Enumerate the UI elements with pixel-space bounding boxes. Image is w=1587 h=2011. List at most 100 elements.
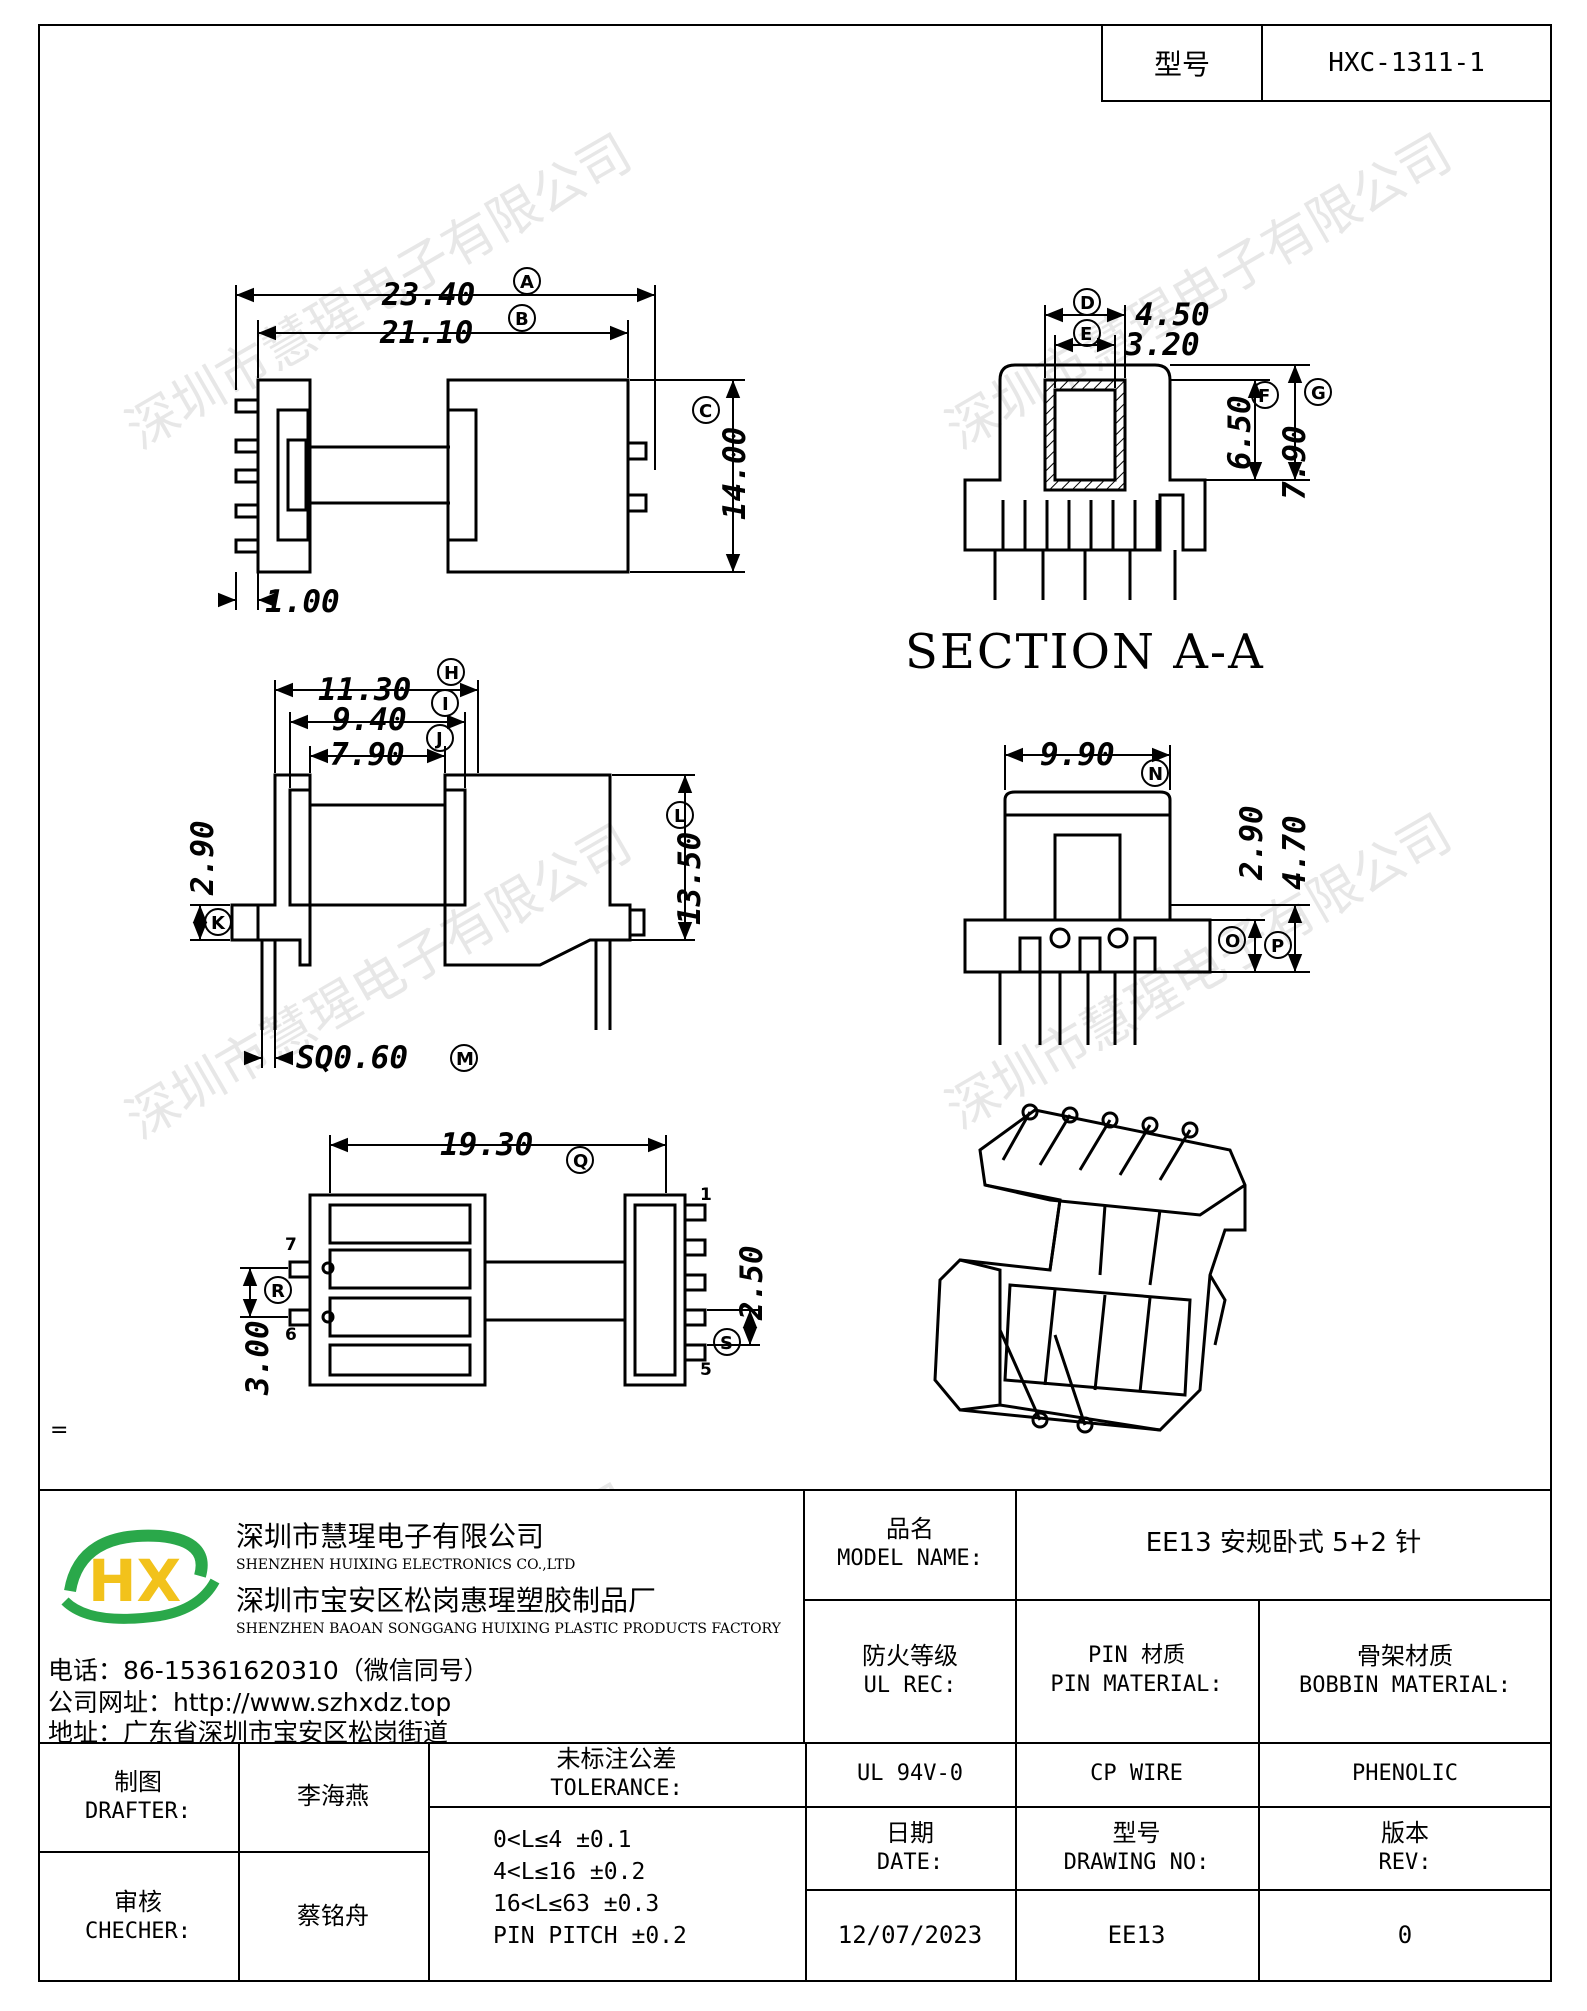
model-name-cn: 品名 xyxy=(886,1515,934,1544)
checker-en: CHECHER: xyxy=(85,1918,191,1944)
technical-drawing: 深圳市慧瑆电子有限公司 深圳市慧瑆电子有限公司 深圳市慧瑆电子有限公司 深圳市慧… xyxy=(117,123,1462,1490)
drawing-no-label: 型号 DRAWING NO: xyxy=(1015,1806,1258,1889)
grid-line xyxy=(428,1742,430,1982)
drawing-no-cn: 型号 xyxy=(1112,1818,1161,1847)
model-name-label: 品名 MODEL NAME: xyxy=(805,1489,1015,1599)
company-logo: HX xyxy=(61,1529,220,1624)
tolerance-line: 4<L≤16 ±0.2 xyxy=(493,1859,646,1885)
grid-line xyxy=(238,1742,240,1982)
pin-material-value: CP WIRE xyxy=(1090,1760,1183,1786)
model-label: 型号 xyxy=(1103,26,1263,100)
dim-o-tag-circle xyxy=(1218,926,1246,954)
dim-n-tag: N xyxy=(1148,764,1163,785)
top-view xyxy=(218,285,745,610)
tolerance-label: 未标注公差 TOLERANCE: xyxy=(428,1742,805,1806)
company-info-panel: HX 深圳市慧瑆电子有限公司 SHENZHEN HUIXING ELECTRON… xyxy=(38,1489,805,1747)
dim-d-tag-circle xyxy=(1073,288,1101,316)
dim-p-tag: P xyxy=(1271,936,1284,957)
grid-line xyxy=(428,1806,805,1808)
dim-h-tag-circle xyxy=(437,658,465,686)
pin-label-5: 5 xyxy=(700,1360,712,1380)
model-number-box: 型号 HXC-1311-1 xyxy=(1101,24,1552,102)
dim-n-tag-circle xyxy=(1141,759,1169,787)
tolerance-line: PIN PITCH ±0.2 xyxy=(493,1923,687,1949)
grid-line xyxy=(1258,1599,1260,1982)
dim-r-tag: R xyxy=(271,1281,285,1302)
ul-rec-cn: 防火等级 xyxy=(862,1641,958,1670)
dim-l-value: 13.50 xyxy=(672,832,708,925)
dim-s-tag: S xyxy=(720,1333,733,1354)
company-website: 公司网址：http://www.szhxdz.top xyxy=(48,1688,452,1717)
dim-k-value: 2.90 xyxy=(185,820,221,896)
date-en: DATE: xyxy=(876,1849,944,1875)
dim-b-value: 21.10 xyxy=(379,315,473,351)
watermark-text: 深圳市慧瑆电子有限公司 xyxy=(937,123,1462,461)
drafter-name: 李海燕 xyxy=(297,1781,369,1810)
dim-s-value: 2.50 xyxy=(734,1245,770,1321)
dim-h-value: 11.30 xyxy=(318,672,411,708)
dim-e-tag: E xyxy=(1080,324,1092,345)
dim-f-tag-circle xyxy=(1251,381,1279,409)
dim-i-value: 9.40 xyxy=(332,702,407,738)
rev-value: 0 xyxy=(1397,1920,1413,1949)
ul-rec-en: UL REC: xyxy=(863,1672,957,1698)
bottom-view xyxy=(240,1135,760,1387)
dim-j-tag: J xyxy=(434,729,443,750)
dim-r-tag-circle xyxy=(264,1276,292,1304)
pin-label-7: 7 xyxy=(285,1235,297,1255)
dim-e-value: 3.20 xyxy=(1124,327,1200,363)
dim-n-value: 9.90 xyxy=(1040,737,1115,773)
dim-g-tag: G xyxy=(1311,383,1326,404)
ul-rec-label: 防火等级 UL REC: xyxy=(805,1599,1015,1742)
title-block: HX 深圳市慧瑆电子有限公司 SHENZHEN HUIXING ELECTRON… xyxy=(38,1489,1552,1982)
drafter-cn: 制图 xyxy=(114,1767,162,1796)
dim-o-value: 2.90 xyxy=(1234,805,1270,881)
model-value: HXC-1311-1 xyxy=(1328,48,1485,78)
dim-p-value: 4.70 xyxy=(1277,815,1313,890)
grid-line xyxy=(805,1889,1552,1891)
dim-b-tag-circle xyxy=(508,304,536,332)
date-value: 12/07/2023 xyxy=(837,1920,983,1949)
ul-rec-value: UL 94V-0 xyxy=(857,1760,963,1786)
dim-c-tag: C xyxy=(699,401,712,422)
drawing-no-en: DRAWING NO: xyxy=(1063,1849,1210,1875)
tolerance-list: 0<L≤4 ±0.1 4<L≤16 ±0.2 16<L≤63 ±0.3 PIN … xyxy=(493,1824,687,1952)
drawing-note: = xyxy=(50,1418,69,1443)
pin-material-cn: PIN 材质 xyxy=(1088,1642,1185,1668)
drawing-sheet-border xyxy=(38,24,1552,1982)
grid-line xyxy=(1015,1489,1017,1982)
pin-label-6: 6 xyxy=(285,1325,297,1345)
pin-label-1: 1 xyxy=(700,1185,712,1205)
section-title: SECTION A-A xyxy=(905,624,1265,680)
dim-m-value: SQ0.60 xyxy=(296,1040,408,1076)
model-name-en: MODEL NAME: xyxy=(837,1546,983,1572)
dim-d-value: 4.50 xyxy=(1135,297,1210,333)
dim-q-value: 19.30 xyxy=(440,1127,533,1163)
dim-l-tag: L xyxy=(674,806,685,827)
bobbin-material-value: PHENOLIC xyxy=(1352,1760,1458,1786)
isometric-view xyxy=(933,1103,1247,1434)
grid-line xyxy=(805,1806,1552,1808)
dim-e-tag-circle xyxy=(1073,319,1101,347)
bobbin-material-cn: 骨架材质 xyxy=(1357,1641,1453,1670)
dim-f-value: 6.50 xyxy=(1222,395,1258,470)
dim-c-value: 14.00 xyxy=(717,427,753,520)
rev-cn: 版本 xyxy=(1381,1818,1429,1847)
dim-s-tag-circle xyxy=(713,1328,741,1356)
grid-line xyxy=(805,1489,1552,1491)
date-label: 日期 DATE: xyxy=(805,1806,1015,1889)
grid-line xyxy=(38,1851,428,1853)
dim-j-tag-circle xyxy=(426,724,454,752)
dim-k-tag: K xyxy=(211,913,226,934)
bobbin-material-en: BOBBIN MATERIAL: xyxy=(1299,1672,1511,1698)
section-view xyxy=(963,305,1310,600)
factory-name-en: SHENZHEN BAOAN SONGGANG HUIXING PLASTIC … xyxy=(236,1621,781,1637)
dim-q-tag-circle xyxy=(566,1146,594,1174)
dim-f-tag: F xyxy=(1258,386,1270,407)
dim-k-tag-circle xyxy=(204,908,232,936)
dim-l-tag-circle xyxy=(666,801,694,829)
dim-j-value: 7.90 xyxy=(330,737,405,773)
drafter-label: 制图 DRAFTER: xyxy=(38,1742,238,1851)
date-cn: 日期 xyxy=(886,1818,934,1847)
dim-d-tag: D xyxy=(1080,293,1095,314)
